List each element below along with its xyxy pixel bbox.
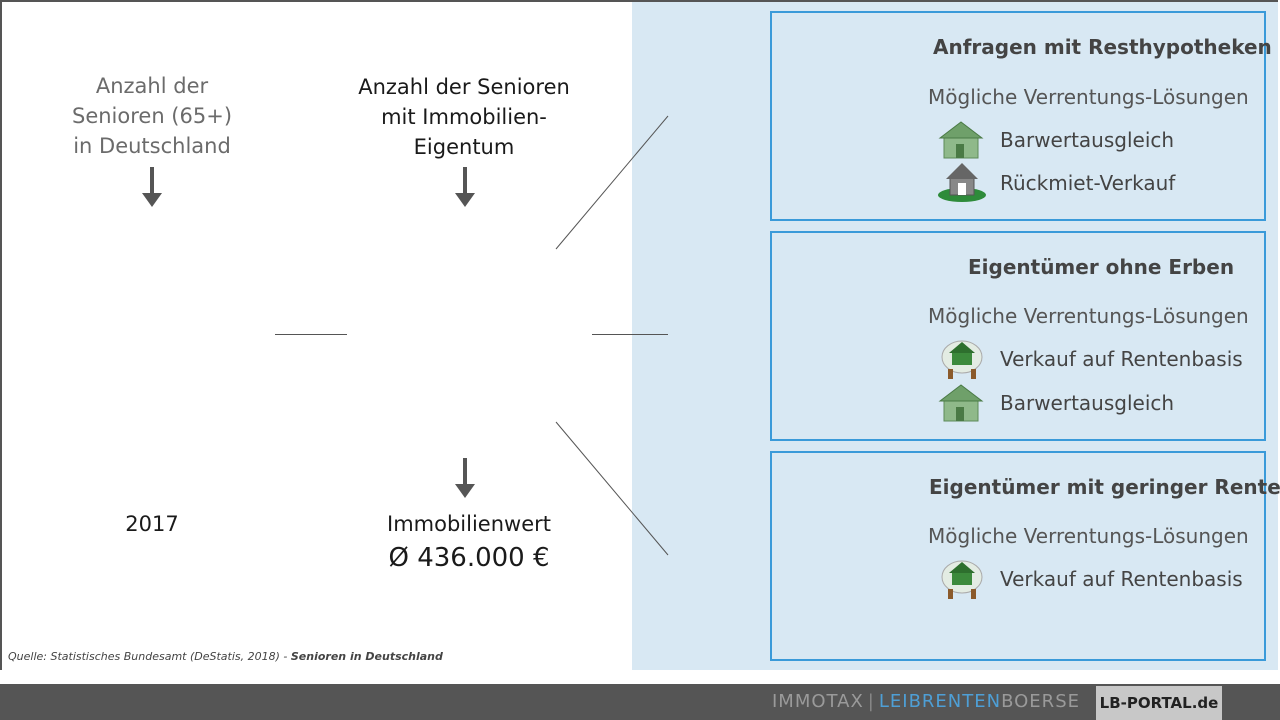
seniors-owners-heading: Anzahl der Senioren mit Immobilien- Eige… (344, 72, 584, 162)
heading-line: Anzahl der Senioren (358, 75, 570, 99)
option-item: Barwertausgleich (934, 118, 1254, 162)
box-subtitle: Mögliche Verrentungs-Lösungen (928, 304, 1249, 328)
arrow-down-icon (455, 167, 475, 207)
brand-leibrenten: LEIBRENTEN (878, 691, 1002, 712)
option-label: Barwertausgleich (1000, 128, 1175, 152)
box-title: Eigentümer mit geringer Rente (929, 475, 1280, 499)
brand-separator: | (867, 691, 875, 712)
house-arrows-icon (938, 163, 986, 202)
footer-bar (0, 684, 1280, 720)
heading-line: in Deutschland (73, 134, 231, 158)
money-house-icon (938, 121, 984, 159)
piggy-house-icon (941, 560, 983, 599)
piggy-house-icon (941, 340, 983, 379)
option-item: Verkauf auf Rentenbasis (934, 557, 1254, 601)
brand-immotax: IMMOTAX (772, 691, 864, 712)
footer-brand-logo: IMMOTAX|LEIBRENTENBOERSE (772, 691, 1080, 712)
case-box-residual-mortgage (770, 11, 1266, 221)
box-subtitle: Mögliche Verrentungs-Lösungen (928, 524, 1249, 548)
source-prefix: Quelle: Statistisches Bundesamt (DeStati… (8, 650, 291, 663)
heading-line: Anzahl der (95, 74, 209, 98)
connector-line (592, 334, 668, 335)
heading-line: Eigentum (413, 135, 515, 159)
case-box-low-pension (770, 451, 1266, 661)
property-value-amount: Ø 436.000 € (388, 543, 550, 573)
property-value-label: Immobilienwert (387, 512, 551, 536)
arrow-down-icon (142, 167, 162, 207)
option-label: Verkauf auf Rentenbasis (1000, 567, 1243, 591)
connector-diagonals (555, 115, 669, 556)
heading-line: mit Immobilien- (381, 105, 547, 129)
money-house-icon (938, 384, 984, 422)
brand-boerse: BOERSE (1001, 691, 1080, 712)
arrow-down-icon (455, 458, 475, 498)
option-label: Barwertausgleich (1000, 391, 1175, 415)
right-panel (632, 2, 1278, 670)
portal-link[interactable]: LB-PORTAL.de (1096, 686, 1222, 720)
seniors-count-heading: Anzahl der Senioren (65+) in Deutschland (52, 71, 252, 161)
box-title: Eigentümer ohne Erben (968, 255, 1235, 279)
source-citation: Quelle: Statistisches Bundesamt (DeStati… (8, 650, 443, 663)
case-box-no-heirs (770, 231, 1266, 441)
heading-line: Senioren (65+) (71, 104, 233, 128)
source-title: Senioren in Deutschland (290, 650, 443, 663)
box-title: Anfragen mit Resthypotheken (933, 35, 1272, 59)
year-label: 2017 (125, 512, 179, 536)
footer-gap (0, 670, 1280, 684)
option-label: Rückmiet-Verkauf (1000, 171, 1176, 195)
box-subtitle: Mögliche Verrentungs-Lösungen (928, 85, 1249, 109)
option-item: Verkauf auf Rentenbasis (934, 337, 1254, 381)
connector-line (275, 334, 347, 335)
option-item: Rückmiet-Verkauf (934, 161, 1254, 205)
option-label: Verkauf auf Rentenbasis (1000, 347, 1243, 371)
option-item: Barwertausgleich (934, 381, 1254, 425)
